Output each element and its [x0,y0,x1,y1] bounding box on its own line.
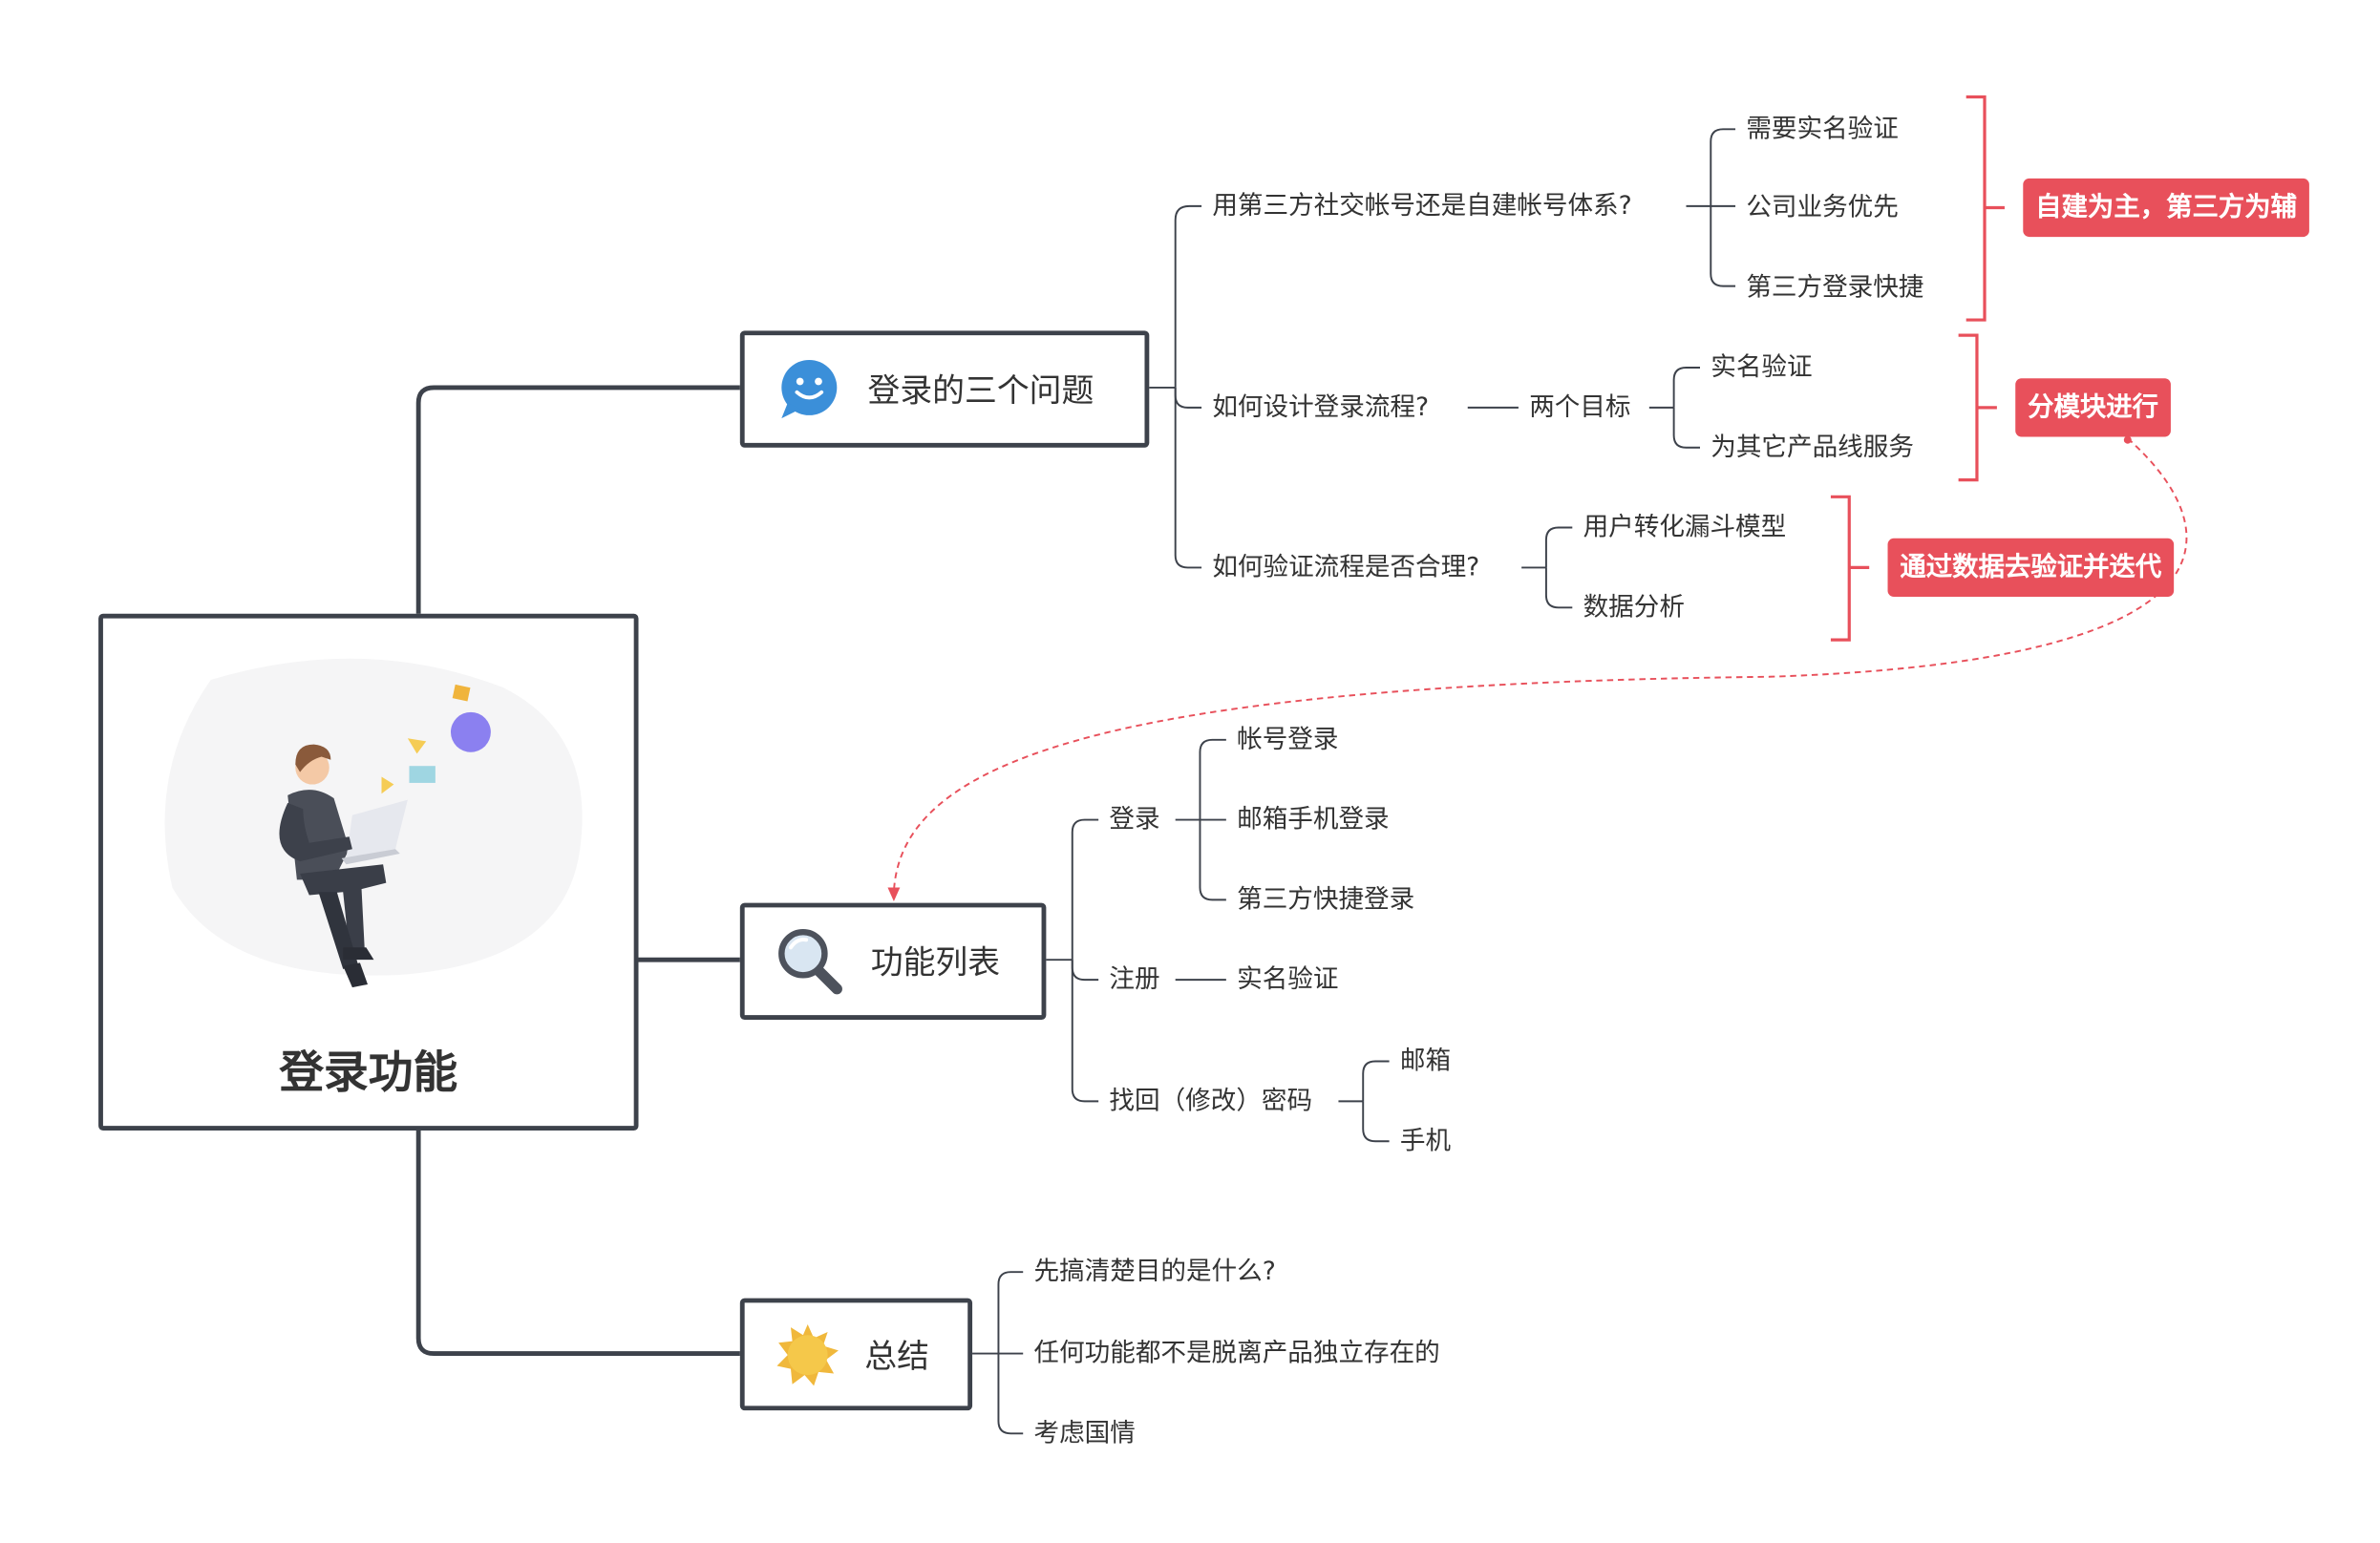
question-login-flow[interactable]: 如何设计登录流程? [1212,391,1430,422]
root-node[interactable]: 登录功能 [98,613,639,1131]
topic-label: 登录的三个问题 [867,371,1094,410]
summary-brackets [1830,95,2005,642]
question-account-system[interactable]: 用第三方社交帐号还是自建帐号体系? [1212,190,1632,221]
subtopic-label[interactable]: 第三方登录快捷 [1746,272,1924,302]
topic-node-login-questions[interactable]: 登录的三个问题 [739,330,1150,448]
subtopic-register[interactable]: 注册 [1109,964,1160,994]
sun-icon [776,1323,839,1385]
summary-callout[interactable]: 通过数据去验证并迭代 [1887,538,2175,598]
topic-label: 总结 [864,1337,929,1375]
relationship-arrow [892,437,2188,893]
subtopic-label[interactable]: 需要实名验证 [1746,114,1899,143]
subtopic-label[interactable]: 实名验证 [1711,351,1813,382]
subtopic-label[interactable]: 数据分析 [1583,592,1685,622]
subtopic-label[interactable]: 帐号登录 [1237,724,1339,754]
subtopic-two-goals[interactable]: 两个目标 [1529,391,1631,422]
arrow-start-dot [2123,435,2132,444]
summary-callout[interactable]: 自建为主，第三方为辅 [2023,178,2309,238]
smiley-chat-icon [781,359,838,419]
topic-node-summary[interactable]: 总结 [739,1298,973,1411]
root-connector [415,1130,740,1356]
subtopic-label[interactable]: 用户转化漏斗模型 [1583,512,1787,542]
subtopic-label[interactable]: 第三方快捷登录 [1237,884,1415,914]
subtopic-label[interactable]: 邮箱 [1399,1046,1452,1075]
subtopic-label[interactable]: 先搞清楚目的是什么? [1033,1257,1276,1286]
branch-lines [972,128,1736,1435]
topic-node-feature-list[interactable]: 功能列表 [739,902,1047,1021]
summary-callout[interactable]: 分模块进行 [2015,378,2171,437]
subtopic-label[interactable]: 实名验证 [1237,964,1339,994]
subtopic-label[interactable]: 公司业务优先 [1746,192,1899,222]
topic-label: 功能列表 [870,944,1001,982]
arrowhead [887,887,901,901]
subtopic-label[interactable]: 邮箱手机登录 [1237,804,1390,835]
root-title: 登录功能 [279,1046,458,1099]
root-connector [415,385,740,614]
subtopic-label[interactable]: 手机 [1399,1126,1452,1155]
subtopic-label[interactable]: 考虑国情 [1033,1418,1136,1448]
person-with-laptop-illustration [164,658,583,988]
question-validate-flow[interactable]: 如何验证流程是否合理? [1212,552,1480,581]
subtopic-recover-password[interactable]: 找回（修改）密码 [1109,1086,1313,1115]
subtopic-label[interactable]: 为其它产品线服务 [1711,432,1914,462]
magnifier-icon [778,928,842,995]
subtopic-label[interactable]: 任何功能都不是脱离产品独立存在的 [1033,1338,1440,1368]
subtopic-login[interactable]: 登录 [1109,804,1160,835]
